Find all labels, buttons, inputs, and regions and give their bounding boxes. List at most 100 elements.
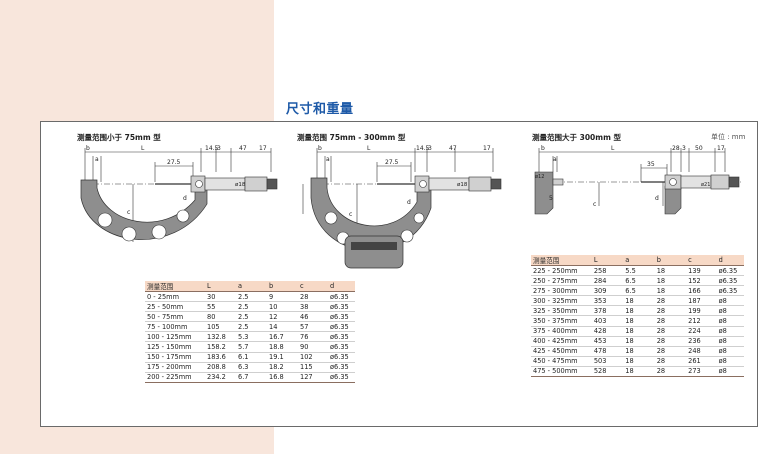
svg-text:c: c: [127, 209, 130, 216]
column-header: b: [654, 255, 687, 266]
table-cell: 57: [298, 321, 328, 333]
dimensions-panel: 测量范围小于 75mm 型 测量范围 75mm - 300mm 型 测量范围大于…: [40, 121, 758, 427]
svg-text:ø21: ø21: [701, 182, 710, 188]
table-cell: ø8: [716, 336, 744, 347]
svg-text:47: 47: [449, 145, 457, 152]
table-cell: 28: [654, 356, 687, 367]
table-cell: ø8: [716, 305, 744, 317]
table-cell: 5.7: [236, 341, 267, 353]
svg-text:14.5: 14.5: [205, 145, 219, 152]
svg-text:ø18: ø18: [457, 182, 468, 188]
table-cell: 5.3: [236, 331, 267, 343]
table-cell: 18: [623, 295, 655, 307]
table-cell: 30: [205, 291, 236, 303]
table-cell: 200 - 225mm: [145, 372, 205, 383]
svg-text:5: 5: [549, 195, 553, 202]
table-cell: 528: [591, 366, 624, 378]
table-cell: 175 - 200mm: [145, 362, 205, 373]
svg-text:d: d: [655, 195, 659, 202]
table-cell: 115: [298, 362, 328, 373]
table-cell: 275 - 300mm: [531, 285, 592, 297]
column-header: d: [716, 255, 744, 266]
table-cell: 18: [623, 366, 655, 378]
table-cell: 18: [623, 305, 655, 317]
diagram-title-small: 测量范围小于 75mm 型: [77, 133, 161, 142]
table-cell: 166: [686, 285, 717, 297]
svg-text:ø18: ø18: [235, 182, 246, 188]
table-cell: 6.7: [236, 372, 267, 383]
table-cell: 90: [298, 341, 328, 353]
column-header: b: [267, 281, 298, 292]
table-cell: ø6.35: [716, 265, 744, 277]
svg-text:a: a: [326, 156, 330, 163]
section-title: 尺寸和重量: [286, 102, 354, 117]
table-cell: 80: [205, 311, 236, 323]
table-cell: 18: [654, 285, 687, 297]
svg-text:c: c: [593, 201, 596, 208]
table-cell: 28: [654, 295, 687, 307]
svg-text:b: b: [86, 145, 90, 152]
table-cell: 19.1: [267, 352, 298, 363]
table-cell: 28: [654, 315, 687, 327]
table-cell: 6.5: [623, 275, 655, 287]
table-cell: ø6.35: [328, 291, 355, 303]
table-cell: 127: [298, 372, 328, 383]
table-cell: 224: [686, 326, 717, 337]
svg-text:47: 47: [239, 145, 247, 152]
table-cell: ø6.35: [328, 372, 355, 383]
table-cell: 453: [591, 336, 624, 347]
table-cell: ø8: [716, 315, 744, 327]
table-header-row: 测量范围 L a b c d: [145, 281, 355, 292]
table-cell: 0 - 25mm: [145, 291, 205, 303]
micrometer-diagram-medium: b a L 14.5 3 47 17 27.5 c d ø18: [302, 145, 502, 269]
table-cell: 450 - 475mm: [531, 356, 592, 367]
table-cell: 132.8: [205, 331, 236, 343]
table-cell: ø8: [716, 295, 744, 307]
table-cell: 2.5: [236, 301, 267, 313]
table-header-row: 测量范围 L a b c d: [531, 255, 744, 266]
table-cell: 199: [686, 305, 717, 317]
column-header: L: [591, 255, 624, 266]
svg-text:ø12: ø12: [535, 174, 544, 180]
table-cell: 248: [686, 346, 717, 357]
svg-text:27.5: 27.5: [385, 159, 399, 166]
svg-text:50: 50: [695, 145, 703, 152]
column-header: c: [298, 281, 328, 292]
table-cell: 284: [591, 275, 624, 287]
svg-text:3: 3: [428, 145, 432, 152]
svg-text:L: L: [141, 145, 145, 152]
table-cell: 236: [686, 336, 717, 347]
svg-text:d: d: [183, 195, 187, 202]
svg-text:35: 35: [647, 161, 655, 168]
table-cell: 28: [654, 305, 687, 317]
table-cell: 261: [686, 356, 717, 367]
table-cell: ø8: [716, 356, 744, 367]
table-cell: 6.5: [623, 285, 655, 297]
table-cell: ø6.35: [716, 285, 744, 297]
svg-text:27.5: 27.5: [167, 159, 181, 166]
svg-text:L: L: [611, 145, 615, 152]
column-header: a: [623, 255, 655, 266]
table-cell: 503: [591, 356, 624, 367]
table-cell: 139: [686, 265, 717, 277]
table-cell: 55: [205, 301, 236, 313]
table-cell: 234.2: [205, 372, 236, 383]
svg-text:b: b: [318, 145, 322, 152]
svg-text:14.5: 14.5: [416, 145, 430, 152]
table-cell: 46: [298, 311, 328, 323]
table-cell: 105: [205, 321, 236, 333]
micrometer-diagram-large: b a L 28 3 50 17 35 c d 5 ø12 ø21: [534, 145, 741, 215]
table-cell: 212: [686, 315, 717, 327]
table-cell: 375 - 400mm: [531, 326, 592, 337]
table-cell: ø6.35: [328, 362, 355, 373]
